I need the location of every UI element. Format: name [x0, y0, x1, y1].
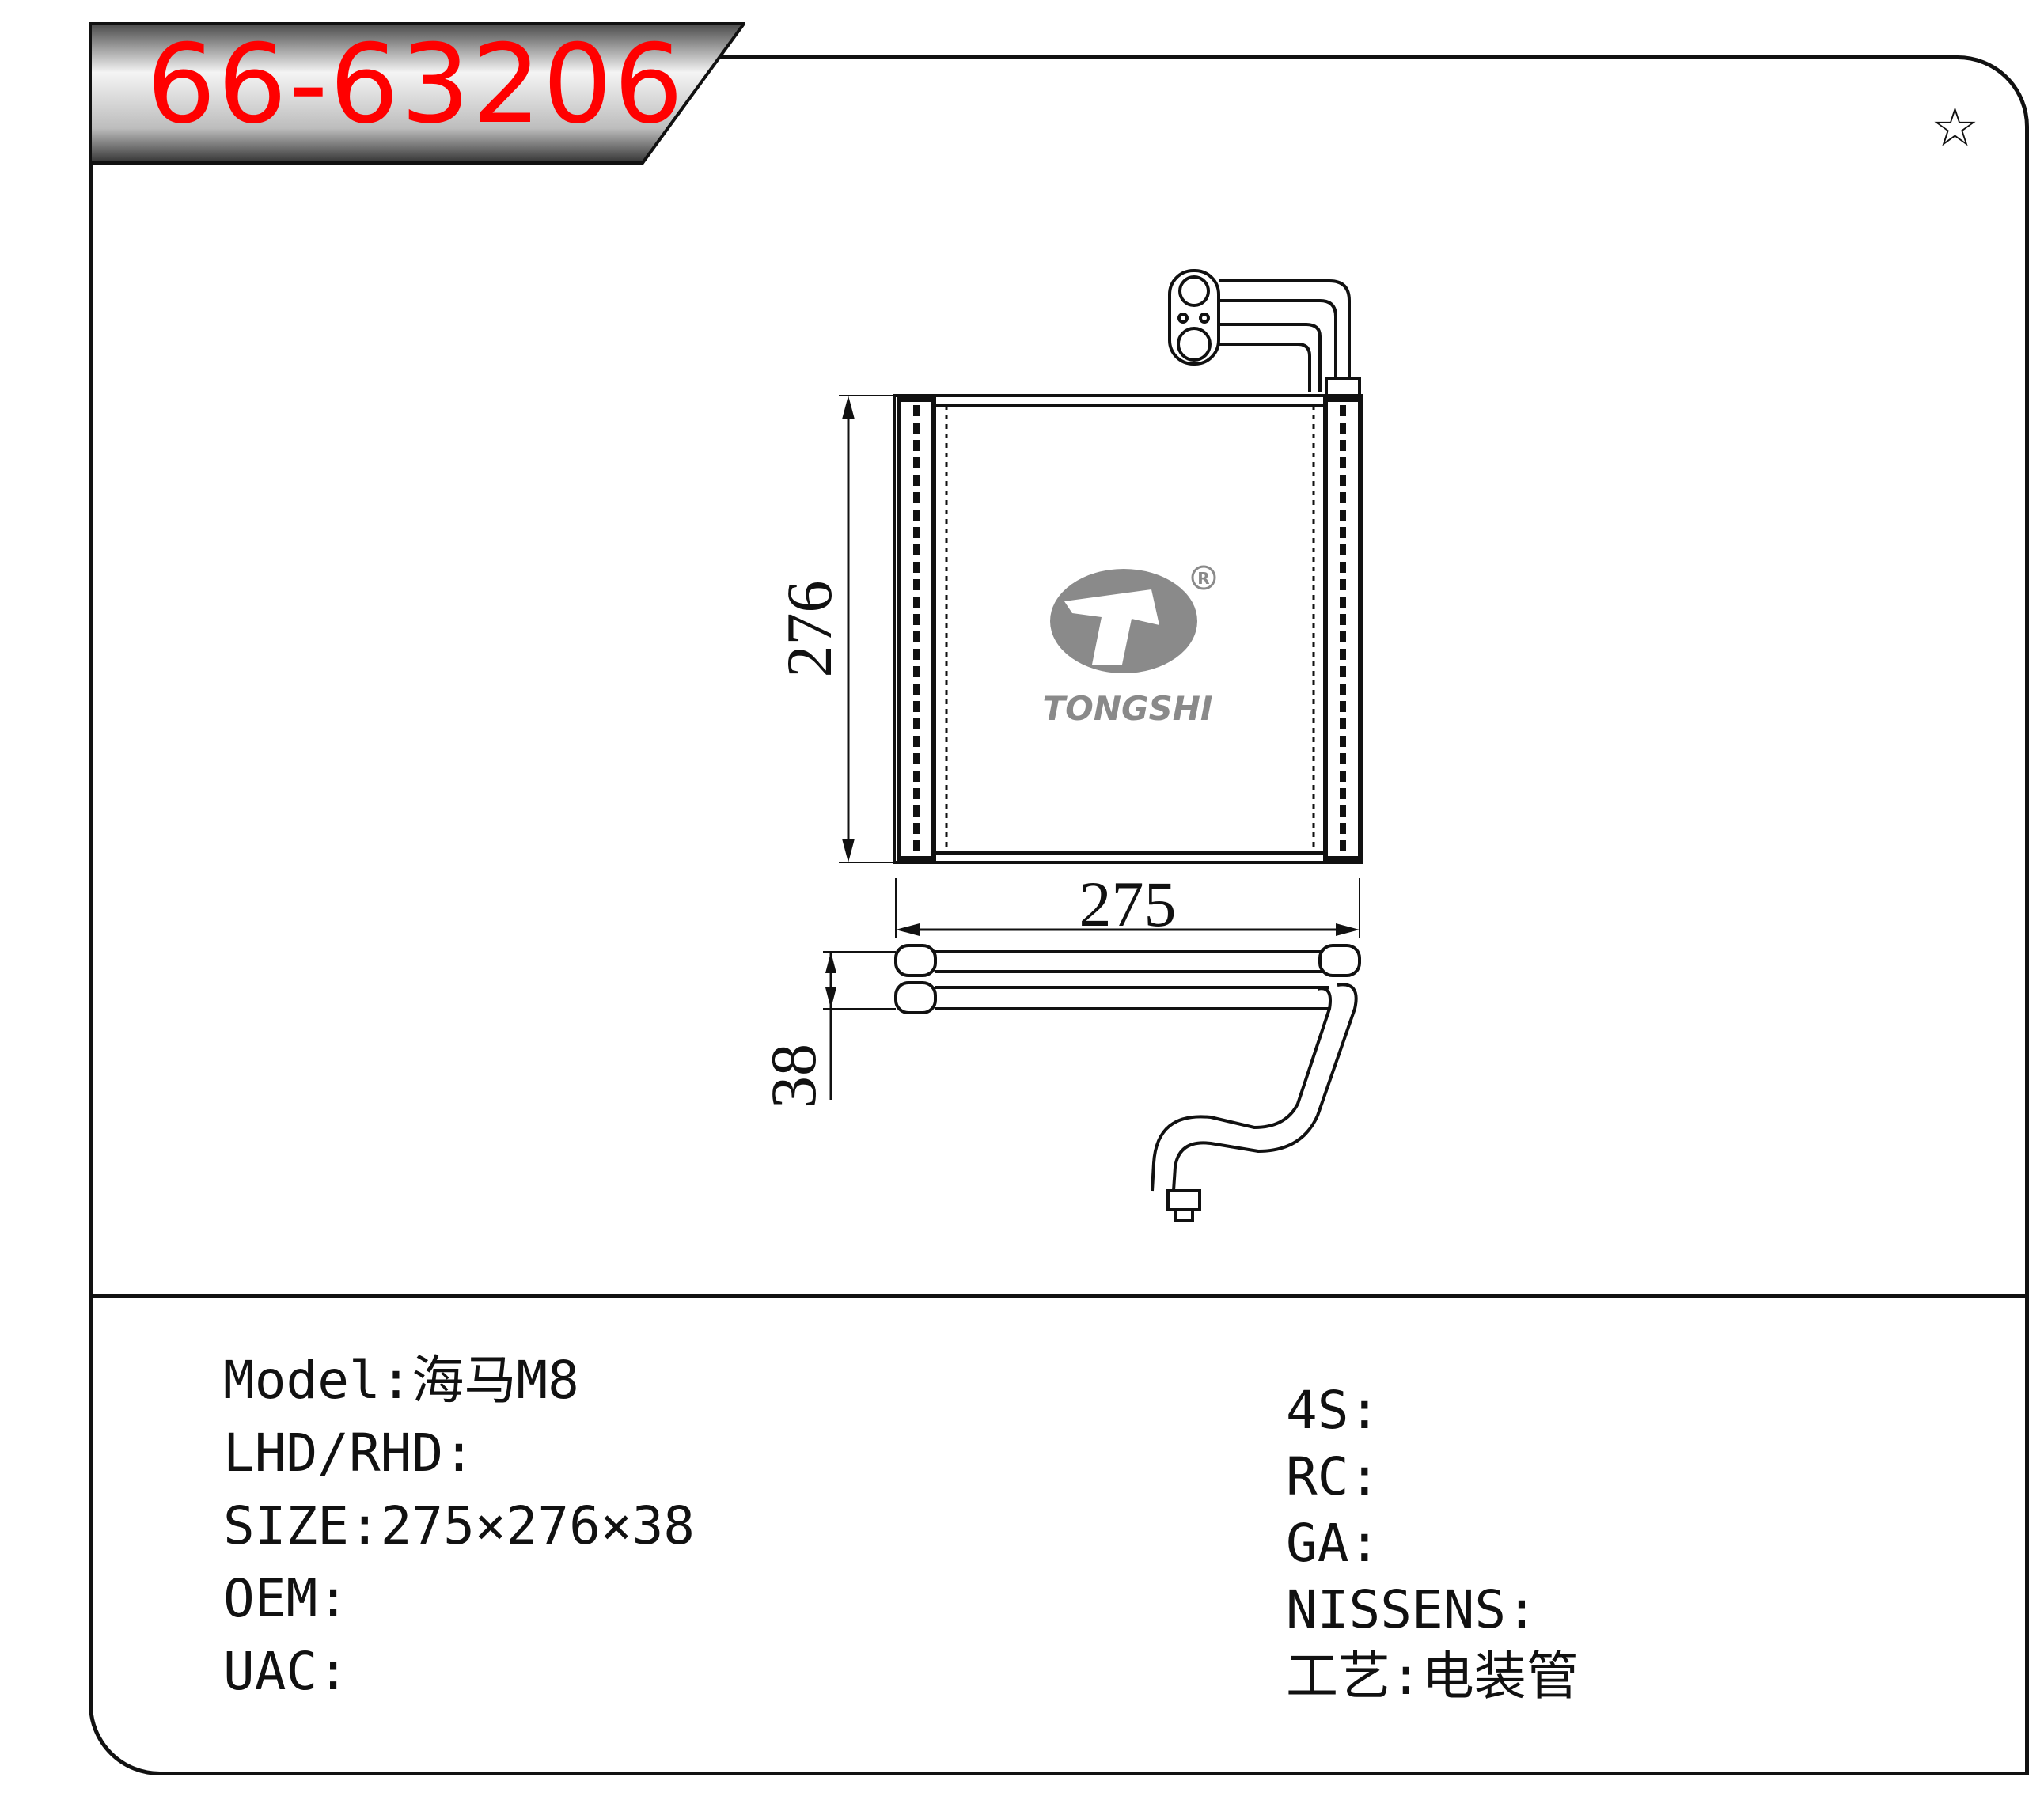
- spec-label: GA:: [1286, 1513, 1381, 1574]
- width-label: 275: [1079, 868, 1177, 940]
- depth-dimension: [823, 951, 896, 1100]
- spec-label: SIZE:: [223, 1495, 381, 1556]
- spec-label: LHD/RHD:: [223, 1423, 475, 1484]
- spec-oem: OEM:: [223, 1573, 349, 1625]
- spec-uac: UAC:: [223, 1646, 349, 1698]
- spec-4s: 4S:: [1286, 1385, 1380, 1437]
- spec-label: RC:: [1286, 1446, 1381, 1507]
- spec-value: 海马M8: [411, 1350, 579, 1411]
- spec-label: NISSENS:: [1286, 1579, 1538, 1640]
- width-dimension: [895, 878, 1360, 938]
- spec-nissens: NISSENS:: [1286, 1584, 1538, 1636]
- spec-label: OEM:: [223, 1568, 349, 1629]
- spec-ga: GA:: [1286, 1518, 1380, 1570]
- section-divider: [89, 1294, 2029, 1298]
- spec-label: UAC:: [223, 1641, 349, 1702]
- height-label: 276: [773, 581, 845, 678]
- spec-label: 工艺:: [1286, 1646, 1422, 1707]
- spec-value: 275×276×38: [380, 1495, 696, 1556]
- spec-model: Model:海马M8: [223, 1355, 579, 1407]
- inlet-pipe-top: [1168, 269, 1361, 397]
- logo-text: TONGSHI: [1042, 689, 1212, 728]
- spec-label: Model:: [223, 1350, 412, 1411]
- registered-mark: R: [1197, 569, 1209, 588]
- sheet-frame: [89, 55, 2029, 1775]
- depth-label: 38: [757, 1044, 829, 1108]
- tongshi-logo: R TONGSHI: [1042, 565, 1216, 728]
- star-icon[interactable]: ☆: [1931, 97, 1979, 159]
- part-number-tab: [89, 22, 745, 165]
- spec-label: 4S:: [1286, 1380, 1381, 1441]
- part-number: 66-63206: [146, 21, 685, 148]
- spec-rc: RC:: [1286, 1451, 1380, 1503]
- spec-size: SIZE:275×276×38: [223, 1500, 695, 1552]
- spec-value: 电装管: [1421, 1646, 1579, 1707]
- spec-lhd-rhd: LHD/RHD:: [223, 1427, 475, 1480]
- spec-process: 工艺:电装管: [1286, 1650, 1579, 1703]
- height-dimension: [839, 395, 899, 863]
- side-view: [894, 944, 1361, 1222]
